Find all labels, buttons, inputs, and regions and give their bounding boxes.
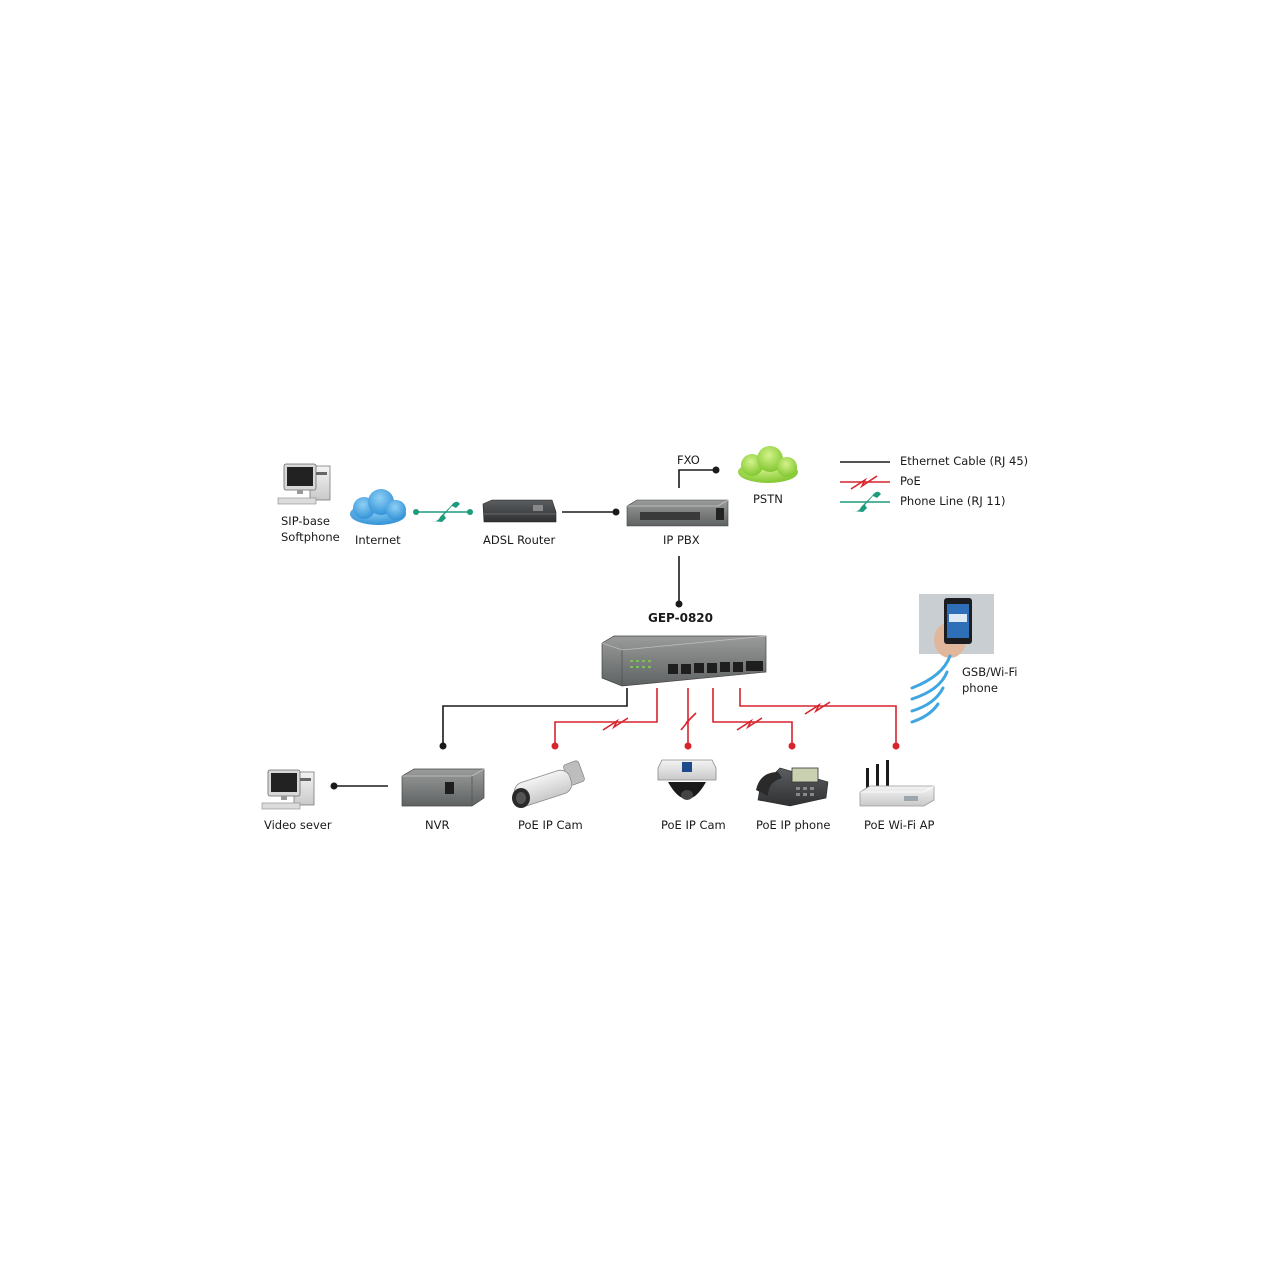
switch-label: GEP-0820 xyxy=(648,611,713,625)
phone-handset-icon xyxy=(432,501,460,522)
phone-handset-icon xyxy=(853,491,881,512)
ip-pbx-label: IP PBX xyxy=(663,533,700,547)
video-server-label: Video sever xyxy=(264,818,332,832)
nvr-icon xyxy=(401,768,485,807)
bullet-cam-label: PoE IP Cam xyxy=(518,818,583,832)
mobile-phone-label-line1: GSB/Wi-Fi xyxy=(962,665,1017,679)
softphone-label-line2: Softphone xyxy=(281,530,340,544)
ethernet-link-nvr-videoserver xyxy=(330,782,388,790)
phone-line-internet-router xyxy=(413,501,473,522)
lightning-bolt-icon xyxy=(680,712,697,731)
dome-cam-label: PoE IP Cam xyxy=(661,818,726,832)
ethernet-link-router-pbx xyxy=(562,508,620,516)
legend-poe-swatch xyxy=(840,475,890,490)
green-cloud-icon xyxy=(738,446,798,483)
smartphone-photo-icon xyxy=(919,594,994,658)
lightning-bolt-icon xyxy=(850,475,878,490)
blue-cloud-icon xyxy=(350,489,406,525)
adsl-router-icon xyxy=(482,499,557,523)
pstn-label: PSTN xyxy=(753,492,783,506)
adsl-router-label: ADSL Router xyxy=(483,533,555,547)
poe-link-wifi-ap xyxy=(739,688,900,750)
wifi-access-point-icon xyxy=(859,760,935,807)
legend-phone-line-label: Phone Line (RJ 11) xyxy=(900,494,1006,508)
wifi-ap-label: PoE Wi-Fi AP xyxy=(864,818,934,832)
desktop-computer-icon xyxy=(261,769,315,810)
poe-link-bullet-cam xyxy=(551,688,658,750)
softphone-label-line1: SIP-base xyxy=(281,514,330,528)
poe-link-ip-phone xyxy=(712,688,796,750)
fxo-label: FXO xyxy=(677,453,700,467)
dome-camera-icon xyxy=(657,759,717,800)
poe-link-dome-cam xyxy=(684,688,692,750)
lightning-bolt-icon xyxy=(736,717,763,731)
wifi-waves-icon xyxy=(910,654,952,724)
legend-poe-label: PoE xyxy=(900,474,921,488)
bullet-camera-icon xyxy=(512,760,585,808)
legend-phone-line-swatch xyxy=(840,491,890,512)
fxo-link-pbx-pstn xyxy=(678,466,720,488)
ip-pbx-icon xyxy=(626,499,729,527)
mobile-phone-label-line2: phone xyxy=(962,681,998,695)
legend-ethernet-label: Ethernet Cable (RJ 45) xyxy=(900,454,1028,468)
desktop-computer-icon xyxy=(277,463,331,505)
ip-phone-label: PoE IP phone xyxy=(756,818,830,832)
switch-icon xyxy=(601,635,767,687)
ethernet-link-pbx-switch xyxy=(675,556,683,608)
lightning-bolt-icon xyxy=(602,717,629,731)
nvr-label: NVR xyxy=(425,818,449,832)
ethernet-link-switch-nvr xyxy=(439,688,628,750)
poe-bolt-icons xyxy=(602,701,831,731)
ip-phone-icon xyxy=(756,767,829,807)
internet-label: Internet xyxy=(355,533,401,547)
legend: Ethernet Cable (RJ 45) PoE Phone Line (R… xyxy=(840,454,1028,512)
lightning-bolt-icon xyxy=(804,701,831,715)
